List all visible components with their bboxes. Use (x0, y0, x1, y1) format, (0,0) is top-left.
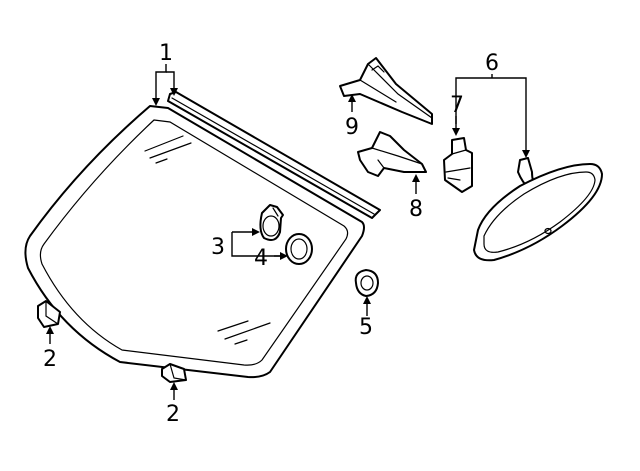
sensor-pad[interactable] (285, 233, 313, 265)
windshield-glass[interactable] (24, 105, 365, 379)
trim-cover[interactable] (339, 57, 433, 125)
callout-2-left: 2 (43, 347, 57, 372)
sensor-bracket[interactable] (259, 204, 284, 241)
spacer-block-bottom[interactable] (161, 363, 187, 383)
callout-7: 7 (450, 93, 464, 118)
callout-3: 3 (211, 235, 225, 260)
callout-9: 9 (345, 115, 359, 140)
mirror-bracket[interactable] (357, 131, 427, 177)
callout-2-bottom: 2 (166, 402, 180, 427)
leader-lines (46, 64, 530, 400)
callout-4: 4 (254, 246, 268, 271)
callout-8: 8 (409, 197, 423, 222)
callout-6: 6 (485, 51, 499, 76)
sensor-grommet[interactable] (354, 269, 379, 297)
spacer-block-left[interactable] (37, 300, 61, 328)
callout-1: 1 (159, 41, 173, 66)
sensor-module[interactable] (443, 137, 473, 193)
rear-view-mirror[interactable] (473, 157, 603, 262)
callout-5: 5 (359, 315, 373, 340)
